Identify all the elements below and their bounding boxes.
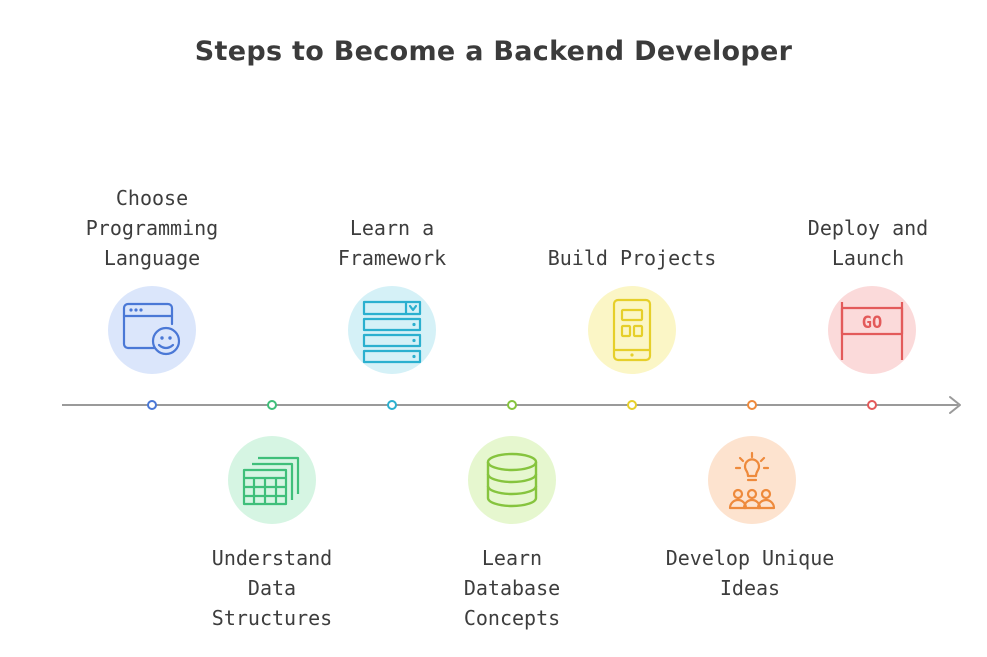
go-banner-icon: GO [840,302,904,360]
lightbulb-people-icon [728,451,776,510]
database-icon [486,452,538,508]
stacked-panels-icon [362,300,422,364]
step-dot-3 [387,400,397,410]
diagram-title: Steps to Become a Backend Developer [194,36,793,67]
timeline-arrowhead [949,396,961,414]
step-label-database-concepts: Learn Database Concepts [463,546,561,630]
step-label-unique-ideas: Develop Unique Ideas [665,546,835,600]
step-label-deploy-launch: Deploy and Launch [807,216,929,270]
mobile-app-icon [612,298,652,362]
step-circle-database-concepts [468,436,556,524]
browser-face-icon [122,302,181,356]
step-label-data-structures: Understand Data Structures [211,546,333,630]
stacked-tables-icon [242,456,300,506]
step-dot-5 [627,400,637,410]
step-dot-6 [747,400,757,410]
step-label-choose-language: Choose Programming Language [85,186,219,270]
step-label-learn-framework: Learn a Framework [337,216,447,270]
step-circle-choose-language [108,286,196,374]
step-circle-build-projects [588,286,676,374]
step-dot-7 [867,400,877,410]
step-dot-1 [147,400,157,410]
step-circle-data-structures [228,436,316,524]
step-circle-learn-framework [348,286,436,374]
go-banner-text: GO [862,313,882,333]
step-circle-unique-ideas [708,436,796,524]
step-dot-2 [267,400,277,410]
step-label-build-projects: Build Projects [547,246,717,270]
step-circle-deploy-launch: GO [828,286,916,374]
step-dot-4 [507,400,517,410]
